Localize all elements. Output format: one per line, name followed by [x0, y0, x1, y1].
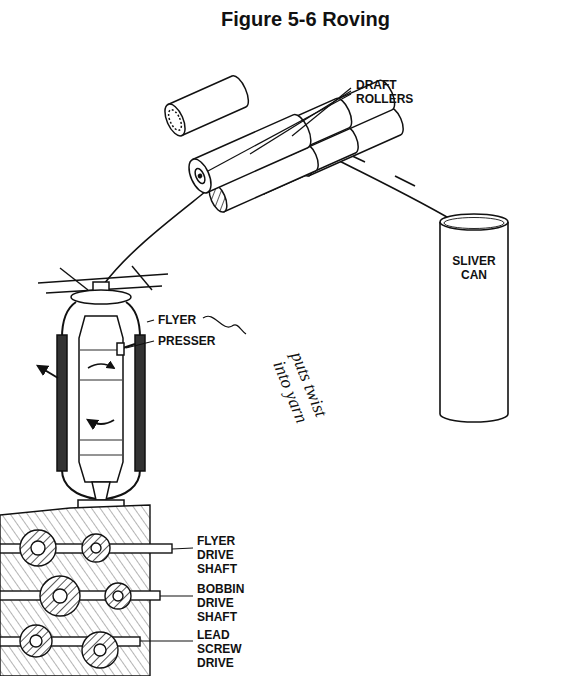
creel-bars [60, 268, 88, 290]
top-roller [193, 167, 207, 185]
part-label: PRESSER [158, 334, 215, 348]
flyer-assembly [80, 350, 122, 351]
top-roller [161, 73, 252, 139]
drive-gearing [113, 591, 123, 601]
part-label: DRAFT ROLLERS [356, 78, 413, 106]
drive-gearing [31, 541, 45, 555]
leader-line [203, 316, 246, 334]
leader-line [160, 595, 193, 596]
top-roller [184, 156, 215, 196]
drive-gearing [30, 635, 42, 647]
can-label: SLIVER CAN [452, 254, 495, 282]
can-outline [440, 222, 508, 422]
can-rim [440, 214, 508, 230]
sliver-yarn [104, 192, 205, 284]
part-label: LEAD SCREW DRIVE [197, 628, 242, 670]
can-rim [444, 218, 504, 229]
flyer-assembly [80, 380, 122, 381]
part-label: BOBBIN DRIVE SHAFT [197, 582, 244, 624]
flyer-assembly [80, 440, 122, 441]
leader-line [126, 341, 154, 348]
flyer-assembly [38, 366, 58, 378]
figure-title: Figure 5-6 Roving [221, 8, 390, 31]
sliver-can: SLIVER CAN [438, 212, 510, 424]
flyer-assembly [135, 335, 145, 471]
can-outline [438, 212, 510, 424]
drive-gearing [94, 644, 106, 656]
part-label: FLYER [158, 313, 196, 327]
flyer-assembly [88, 364, 114, 368]
top-roller [161, 101, 189, 139]
drive-gearing [82, 632, 118, 668]
drive-gearing [82, 534, 110, 562]
creel-bars [132, 266, 152, 290]
leader-line [208, 88, 351, 171]
leader-line [140, 640, 193, 641]
handwritten-note: puts twist into yarn [263, 336, 336, 440]
flyer-assembly [71, 290, 131, 304]
top-roller [166, 108, 184, 132]
flyer-assembly [57, 335, 67, 471]
drive-gearing [105, 583, 131, 609]
flyer-assembly [79, 316, 123, 482]
flyer-assembly [80, 350, 122, 455]
flyer-assembly [80, 455, 122, 456]
drive-gearing [0, 505, 172, 676]
flyer-assembly [117, 343, 124, 355]
part-label: FLYER DRIVE SHAFT [197, 534, 237, 576]
flyer-assembly [38, 282, 145, 510]
leader-line [208, 94, 351, 171]
leader-line [250, 91, 351, 154]
drive-gearing [40, 576, 80, 616]
leader-line [292, 88, 351, 136]
leader-line [172, 548, 193, 549]
drive-gearing [91, 543, 101, 553]
top-roller [198, 174, 202, 178]
leader-line [140, 548, 193, 641]
drive-gearing [20, 530, 56, 566]
sliver-yarn [395, 176, 415, 186]
flyer-assembly [88, 420, 114, 424]
flyer-assembly [92, 482, 110, 500]
drive-gearing [20, 625, 52, 657]
creel-bars [38, 266, 168, 293]
leader-line [147, 320, 154, 322]
drive-gearing [53, 589, 67, 603]
